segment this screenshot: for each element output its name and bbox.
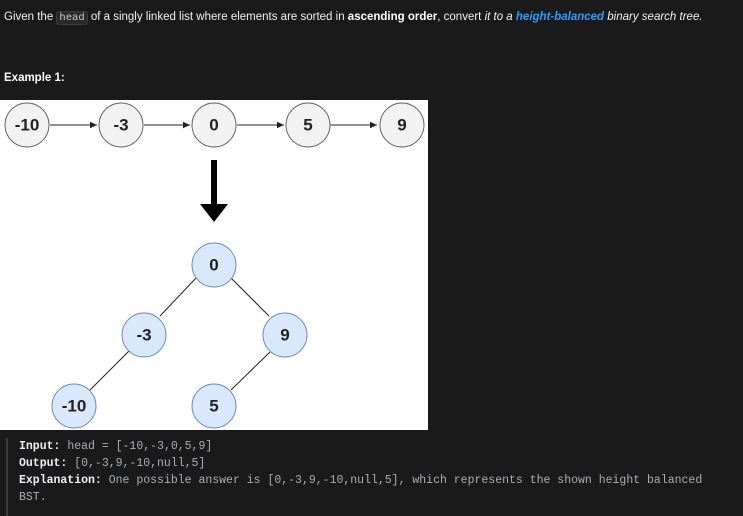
- tree-node-left-left: -10: [51, 383, 97, 429]
- tree-edge: [229, 276, 270, 317]
- output-line: Output: [0,-3,9,-10,null,5]: [19, 455, 743, 472]
- tree-edge: [230, 351, 271, 391]
- list-node-label: 0: [209, 116, 218, 135]
- list-node-label: -10: [15, 116, 40, 135]
- explanation-label: Explanation:: [19, 474, 102, 487]
- input-line: Input: head = [-10,-3,0,5,9]: [19, 438, 743, 455]
- tree-node-root: 0: [191, 242, 237, 288]
- list-node: 0: [191, 102, 237, 148]
- description-text: of a singly linked list where elements a…: [87, 11, 348, 23]
- input-value: head = [-10,-3,0,5,9]: [60, 440, 213, 453]
- diagram-svg: -10 -3 0 5 9: [4, 102, 425, 429]
- description-text: , convert: [437, 11, 485, 23]
- input-label: Input:: [19, 440, 61, 453]
- example-diagram: -10 -3 0 5 9: [0, 100, 428, 430]
- example-io-block: Input: head = [-10,-3,0,5,9] Output: [0,…: [6, 438, 743, 516]
- tree-node-label: -10: [62, 397, 87, 416]
- inline-code-head: head: [56, 11, 88, 25]
- tree-edge: [89, 350, 130, 391]
- down-arrow-icon: [200, 160, 228, 222]
- tree-node-left: -3: [121, 312, 167, 358]
- explanation-value: One possible answer is [0,-3,9,-10,null,…: [19, 474, 703, 504]
- list-node-label: 9: [397, 116, 406, 135]
- tree-node-label: -3: [136, 326, 151, 345]
- list-node: -3: [98, 102, 144, 148]
- output-label: Output:: [19, 457, 68, 470]
- list-node: -10: [4, 102, 50, 148]
- tree-edges: [89, 276, 271, 391]
- tree-node-label: 5: [209, 397, 218, 416]
- italic-text: binary search tree.: [604, 11, 703, 23]
- tree-edge: [159, 276, 198, 317]
- output-value: [0,-3,9,-10,null,5]: [67, 457, 206, 470]
- explanation-line: Explanation: One possible answer is [0,-…: [19, 472, 743, 506]
- bold-ascending-order: ascending order: [347, 11, 438, 23]
- tree-node-label: 9: [280, 326, 289, 345]
- italic-text: it to a: [484, 11, 516, 23]
- tree-node-label: 0: [209, 256, 218, 275]
- highlight-height-balanced: height-balanced: [515, 11, 605, 23]
- list-node: 9: [379, 102, 425, 148]
- description-text: Given the: [4, 11, 57, 23]
- list-node-label: 5: [303, 116, 312, 135]
- problem-description: Given the head of a singly linked list w…: [4, 9, 703, 26]
- list-node: 5: [285, 102, 331, 148]
- tree-node-right: 9: [262, 312, 308, 358]
- tree-node-right-left: 5: [191, 383, 237, 429]
- example-title: Example 1:: [4, 72, 65, 84]
- list-node-label: -3: [113, 116, 128, 135]
